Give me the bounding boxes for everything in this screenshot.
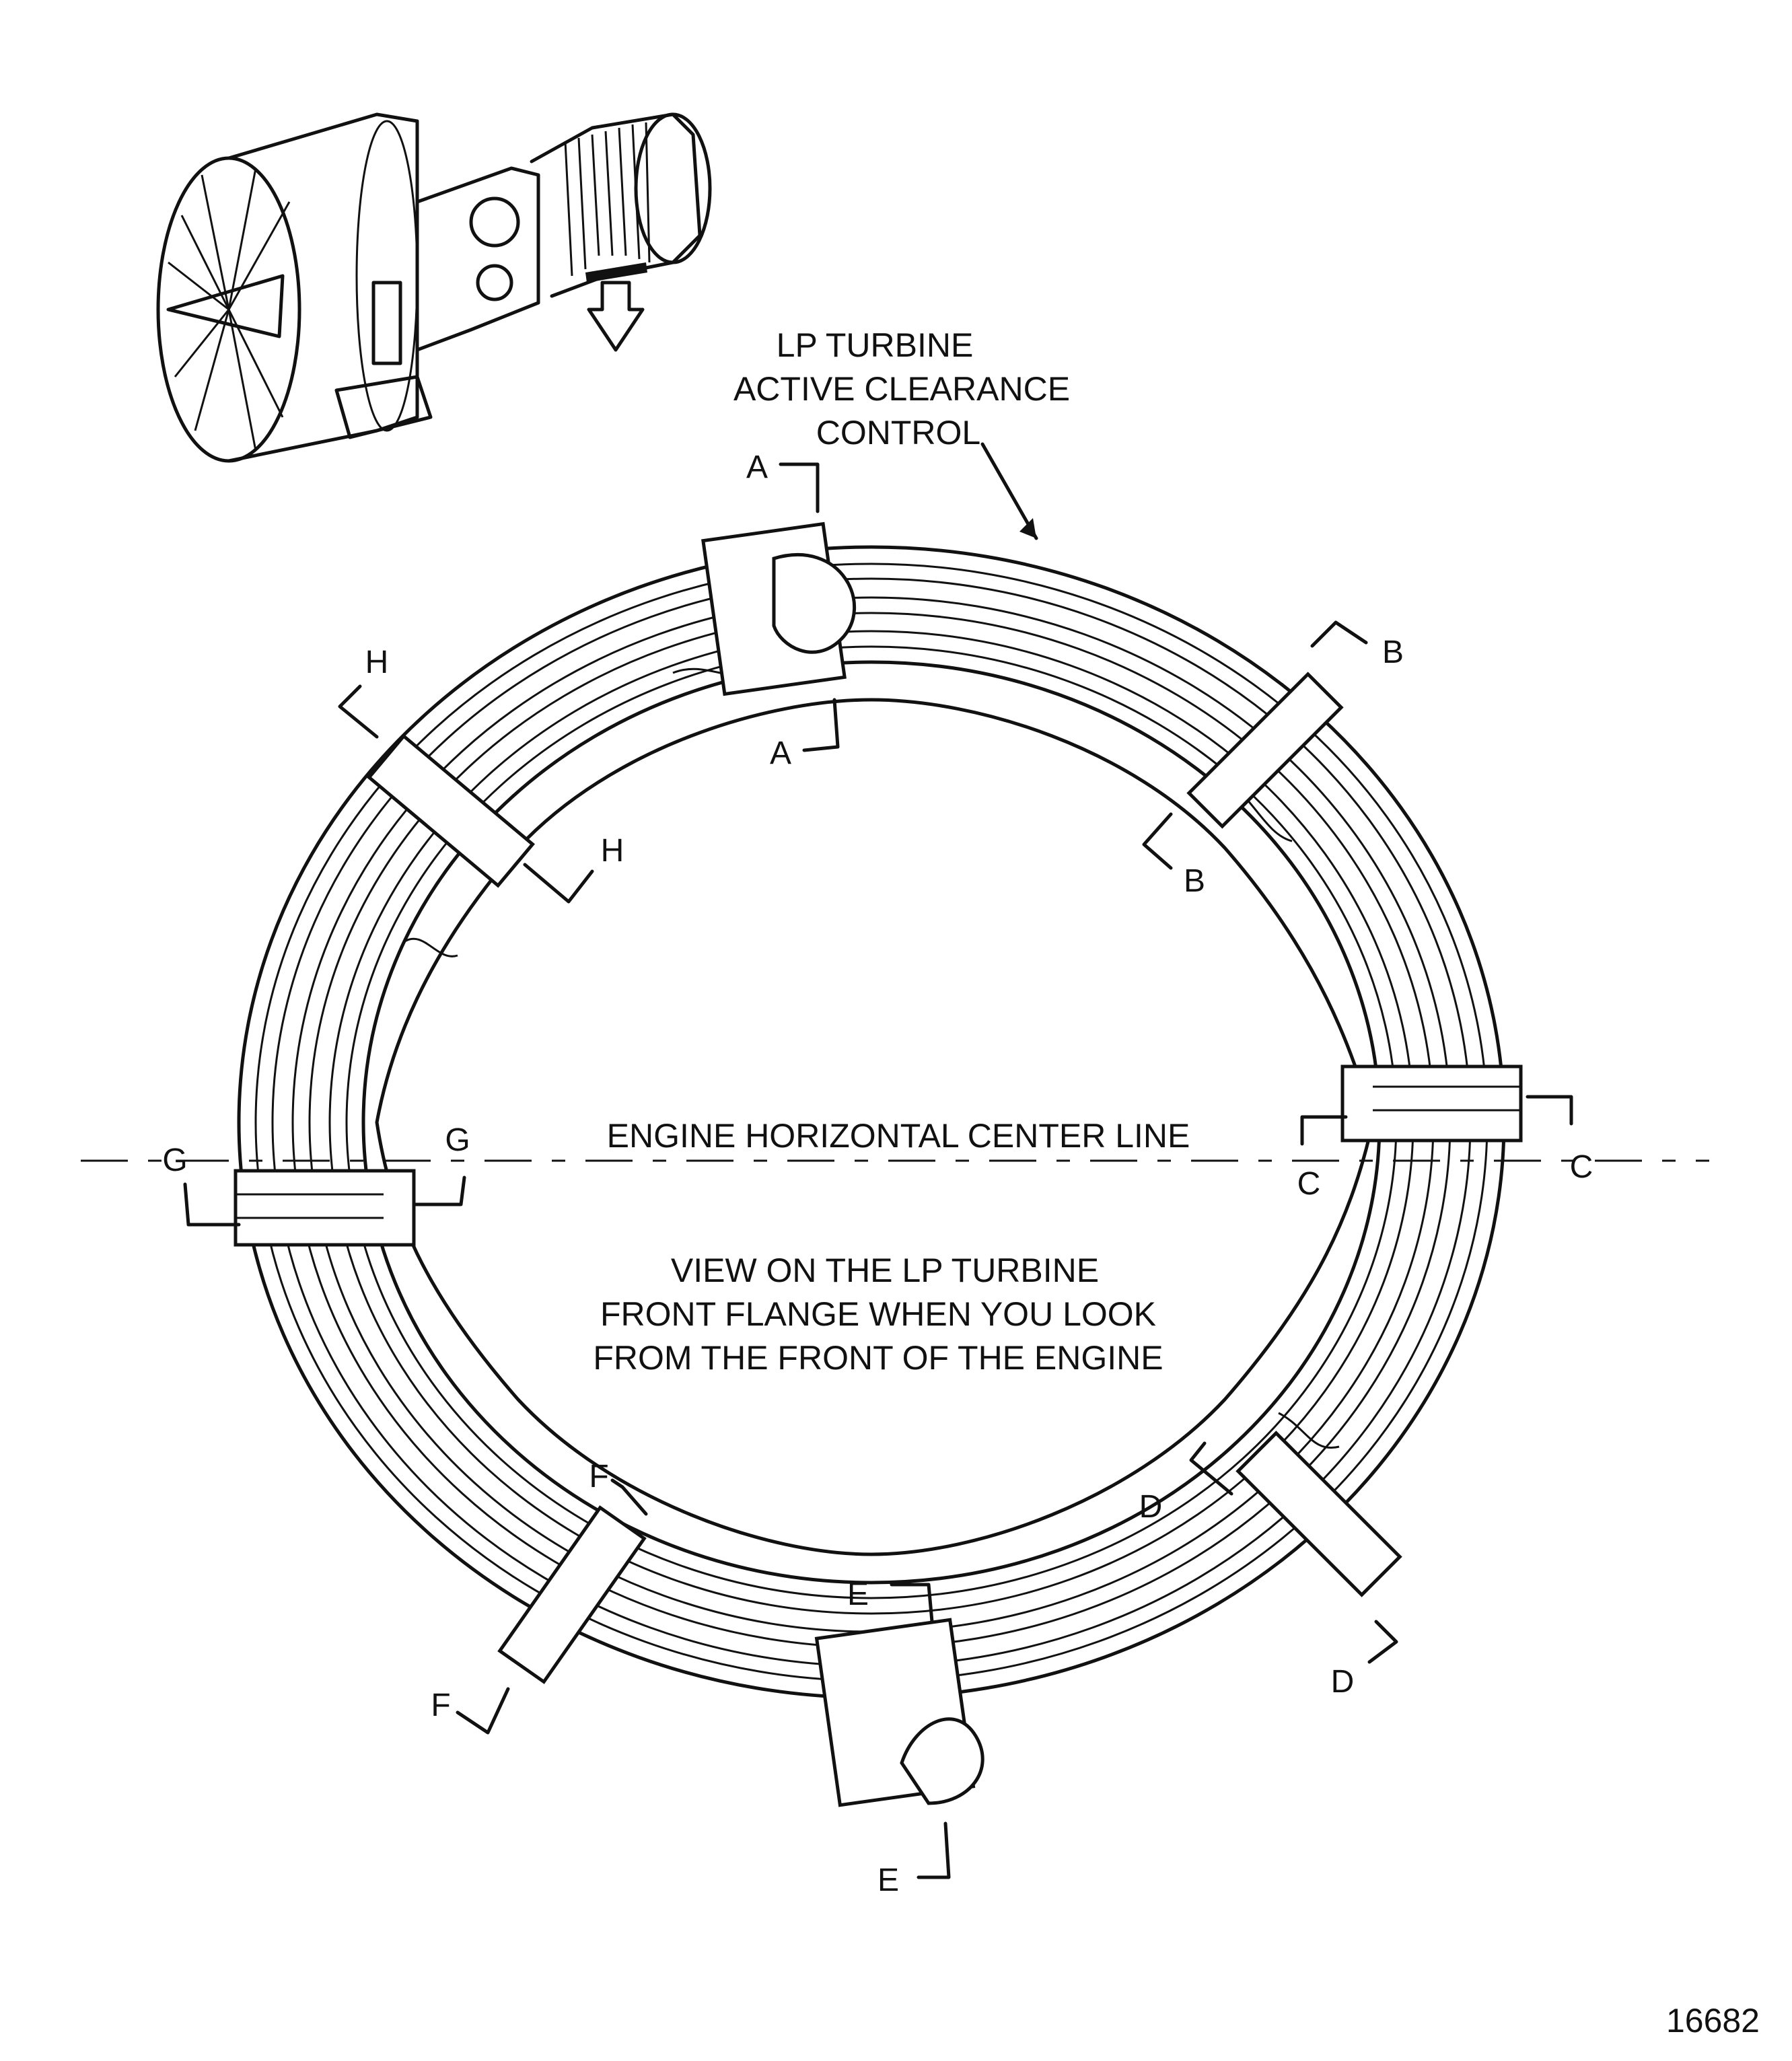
section-label-g-inner: G: [445, 1122, 470, 1158]
view-note-line-1: VIEW ON THE LP TURBINE: [671, 1252, 1099, 1289]
clamp-b: [1186, 672, 1344, 829]
engine-illustration: [156, 112, 712, 463]
location-arrow-icon: [587, 281, 645, 352]
section-label-d-top: D: [1139, 1489, 1163, 1525]
section-label-e-top: E: [847, 1577, 869, 1612]
section-label-f-bottom: F: [431, 1688, 450, 1723]
clamp-f: [497, 1505, 647, 1684]
section-label-c-inner: C: [1297, 1166, 1321, 1202]
section-label-d-bottom: D: [1331, 1664, 1355, 1700]
title-line-3: CONTROL: [816, 414, 980, 451]
section-label-e-bottom: E: [877, 1863, 899, 1898]
section-label-g-outer: G: [162, 1143, 187, 1178]
section-label-b-top: B: [1382, 635, 1404, 670]
clamp-c: [1340, 1064, 1523, 1143]
section-label-h-bottom: H: [601, 833, 624, 869]
figure-number: 16682: [1666, 2002, 1760, 2039]
clamp-a: [701, 521, 856, 696]
view-note-line-3: FROM THE FRONT OF THE ENGINE: [593, 1339, 1163, 1377]
section-label-b-bottom: B: [1184, 863, 1205, 899]
clamp-e: [814, 1618, 984, 1807]
section-label-h-top: H: [365, 645, 389, 680]
section-label-c-outer: C: [1570, 1149, 1593, 1185]
section-label-a-top: A: [746, 449, 768, 485]
section-cut-markers: [183, 462, 1573, 1879]
title-line-1: LP TURBINE: [777, 326, 974, 364]
view-note-line-2: FRONT FLANGE WHEN YOU LOOK: [600, 1295, 1156, 1333]
clamp-h: [367, 733, 535, 888]
clamp-g: [234, 1169, 416, 1247]
centerline-label: ENGINE HORIZONTAL CENTER LINE: [607, 1117, 1190, 1155]
title-line-2: ACTIVE CLEARANCE: [733, 370, 1070, 408]
clamp-d: [1235, 1431, 1402, 1597]
title-leader-line: [980, 442, 1038, 540]
section-label-a-bottom: A: [770, 735, 791, 771]
section-label-f-top: F: [589, 1459, 608, 1494]
